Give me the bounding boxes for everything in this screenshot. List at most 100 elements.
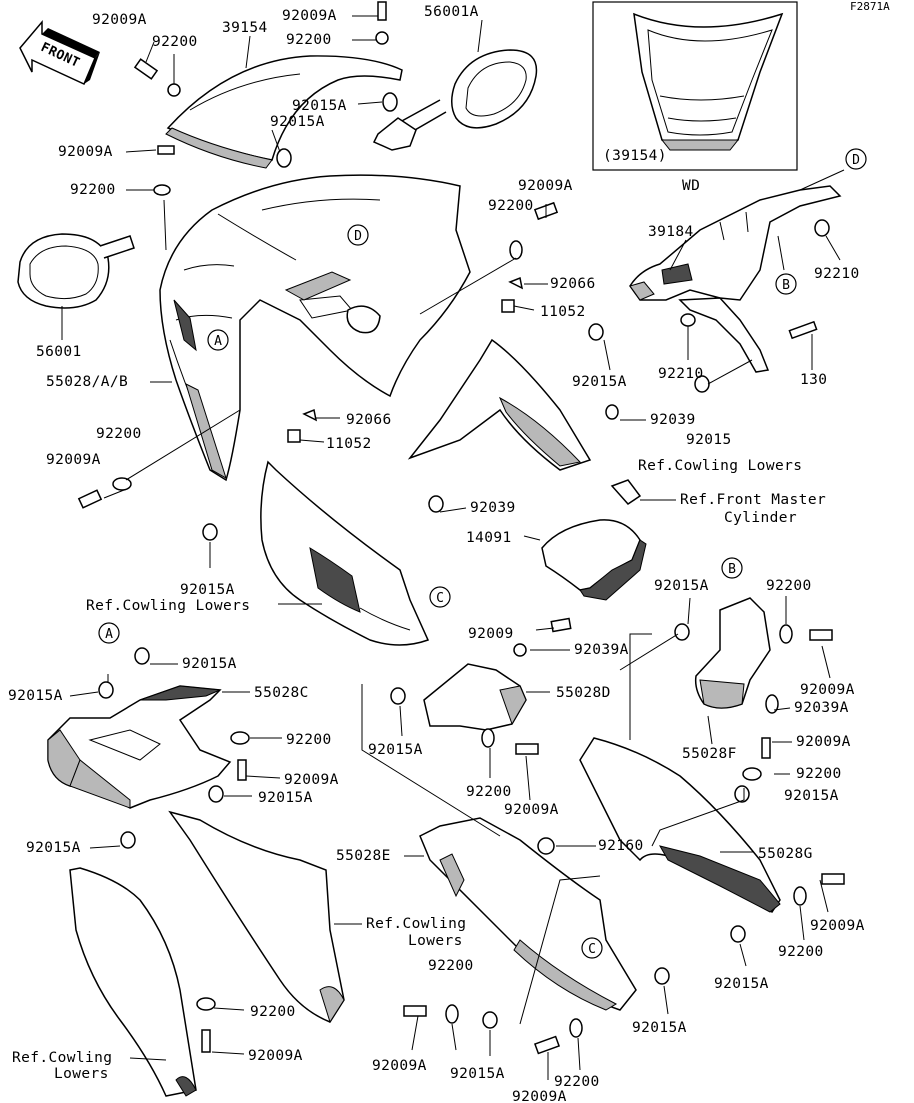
panel-55028E bbox=[419, 817, 637, 1011]
callout-D2-text: D bbox=[852, 153, 860, 168]
callout-A1: A bbox=[207, 329, 229, 351]
inset-wd: (39154) bbox=[592, 1, 798, 171]
callout-C1: C bbox=[429, 586, 451, 608]
label-56001A: 56001A bbox=[424, 4, 479, 20]
label-92009A: 92009A bbox=[504, 802, 559, 818]
label-92200: 92200 bbox=[554, 1074, 600, 1090]
callout-D1: D bbox=[347, 224, 369, 246]
label-92200: 92200 bbox=[96, 426, 142, 442]
label-92200: 92200 bbox=[778, 944, 824, 960]
label-92200: 92200 bbox=[286, 732, 332, 748]
panel-55028D bbox=[423, 663, 527, 731]
front-arrow-badge: FRONT bbox=[19, 19, 100, 86]
label-92200: 92200 bbox=[766, 578, 812, 594]
label-92009A: 92009A bbox=[92, 12, 147, 28]
label-92015A: 92015A bbox=[180, 582, 235, 598]
label-92015A: 92015A bbox=[654, 578, 709, 594]
cover-14091 bbox=[541, 479, 647, 601]
part-labels: 92009A 92009A 39154 92200 92200 56001A 9… bbox=[8, 4, 865, 1103]
label-55028F: 55028F bbox=[682, 746, 737, 762]
figure-code: F2871A bbox=[850, 0, 890, 13]
label-92200: 92200 bbox=[466, 784, 512, 800]
label-92210: 92210 bbox=[658, 366, 704, 382]
callout-C1-text: C bbox=[436, 591, 444, 606]
label-92160: 92160 bbox=[598, 838, 644, 854]
label-92200: 92200 bbox=[488, 198, 534, 214]
lower-panel-left bbox=[69, 810, 345, 1097]
label-92015A: 92015A bbox=[182, 656, 237, 672]
callout-A2-text: A bbox=[105, 627, 113, 642]
mirror-left-part bbox=[17, 233, 135, 309]
label-92015: 92015 bbox=[686, 432, 732, 448]
windshield-part bbox=[165, 55, 403, 169]
label-92009A: 92009A bbox=[46, 452, 101, 468]
callout-B1-text: B bbox=[782, 278, 790, 293]
label-92200: 92200 bbox=[250, 1004, 296, 1020]
inset-label-wd: WD bbox=[682, 178, 700, 194]
label-39184: 39184 bbox=[648, 224, 694, 240]
label-92009: 92009 bbox=[468, 626, 514, 642]
label-92015A: 92015A bbox=[572, 374, 627, 390]
inner-cowl-center bbox=[260, 460, 430, 646]
label-92015A: 92015A bbox=[292, 98, 347, 114]
label-56001: 56001 bbox=[36, 344, 82, 360]
label-92009A: 92009A bbox=[810, 918, 865, 934]
label-92015A: 92015A bbox=[632, 1020, 687, 1036]
inner-panel-55028C bbox=[47, 685, 232, 809]
label-92200: 92200 bbox=[428, 958, 474, 974]
callout-D2: D bbox=[845, 148, 867, 170]
callout-B1: B bbox=[775, 273, 797, 295]
label-92015A: 92015A bbox=[270, 114, 325, 130]
label-92015A: 92015A bbox=[26, 840, 81, 856]
inset-part-ref: (39154) bbox=[603, 148, 667, 164]
label-92039A: 92039A bbox=[574, 642, 629, 658]
label-92009A: 92009A bbox=[372, 1058, 427, 1074]
callout-B2: B bbox=[721, 557, 743, 579]
label-55028G: 55028G bbox=[758, 846, 813, 862]
ref-cowling-lowers: Ref.Cowling bbox=[366, 916, 466, 932]
upper-cowl-part bbox=[159, 174, 471, 482]
callout-C2-text: C bbox=[588, 942, 596, 957]
label-92015A: 92015A bbox=[368, 742, 423, 758]
panel-55028G bbox=[579, 737, 781, 914]
bracket-39184 bbox=[629, 185, 842, 373]
ref-front-master-cylinder: Cylinder bbox=[724, 510, 797, 526]
ref-cowling-lowers: Ref.Cowling Lowers bbox=[86, 598, 250, 614]
callout-C2: C bbox=[581, 937, 603, 959]
label-130: 130 bbox=[800, 372, 827, 388]
hardware-symbols bbox=[77, 1, 845, 1055]
ref-cowling-lowers: Lowers bbox=[54, 1066, 109, 1082]
label-55028D: 55028D bbox=[556, 685, 611, 701]
ref-cowling-lowers: Ref.Cowling Lowers bbox=[638, 458, 802, 474]
label-92015A: 92015A bbox=[784, 788, 839, 804]
callout-D1-text: D bbox=[354, 229, 362, 244]
label-92009A: 92009A bbox=[284, 772, 339, 788]
ref-cowling-lowers: Ref.Cowling bbox=[12, 1050, 112, 1066]
label-92015A: 92015A bbox=[450, 1066, 505, 1082]
label-55028AB: 55028/A/B bbox=[46, 374, 128, 390]
label-92066: 92066 bbox=[550, 276, 596, 292]
callout-A1-text: A bbox=[214, 334, 222, 349]
label-92009A: 92009A bbox=[800, 682, 855, 698]
label-92200: 92200 bbox=[70, 182, 116, 198]
label-92009A: 92009A bbox=[58, 144, 113, 160]
label-92200: 92200 bbox=[796, 766, 842, 782]
label-55028E: 55028E bbox=[336, 848, 391, 864]
label-11052: 11052 bbox=[326, 436, 372, 452]
label-92039: 92039 bbox=[650, 412, 696, 428]
label-92039: 92039 bbox=[470, 500, 516, 516]
label-92210: 92210 bbox=[814, 266, 860, 282]
ref-front-master-cylinder: Ref.Front Master bbox=[680, 492, 826, 508]
label-92015A: 92015A bbox=[8, 688, 63, 704]
side-cowl-right-upper bbox=[407, 338, 592, 471]
ref-cowling-lowers: Lowers bbox=[408, 933, 463, 949]
mirror-right-part bbox=[372, 49, 538, 151]
label-92009A: 92009A bbox=[248, 1048, 303, 1064]
label-92039A: 92039A bbox=[794, 700, 849, 716]
label-11052: 11052 bbox=[540, 304, 586, 320]
label-92009A: 92009A bbox=[518, 178, 573, 194]
leader-lines bbox=[61, 15, 845, 1080]
label-92015A: 92015A bbox=[258, 790, 313, 806]
